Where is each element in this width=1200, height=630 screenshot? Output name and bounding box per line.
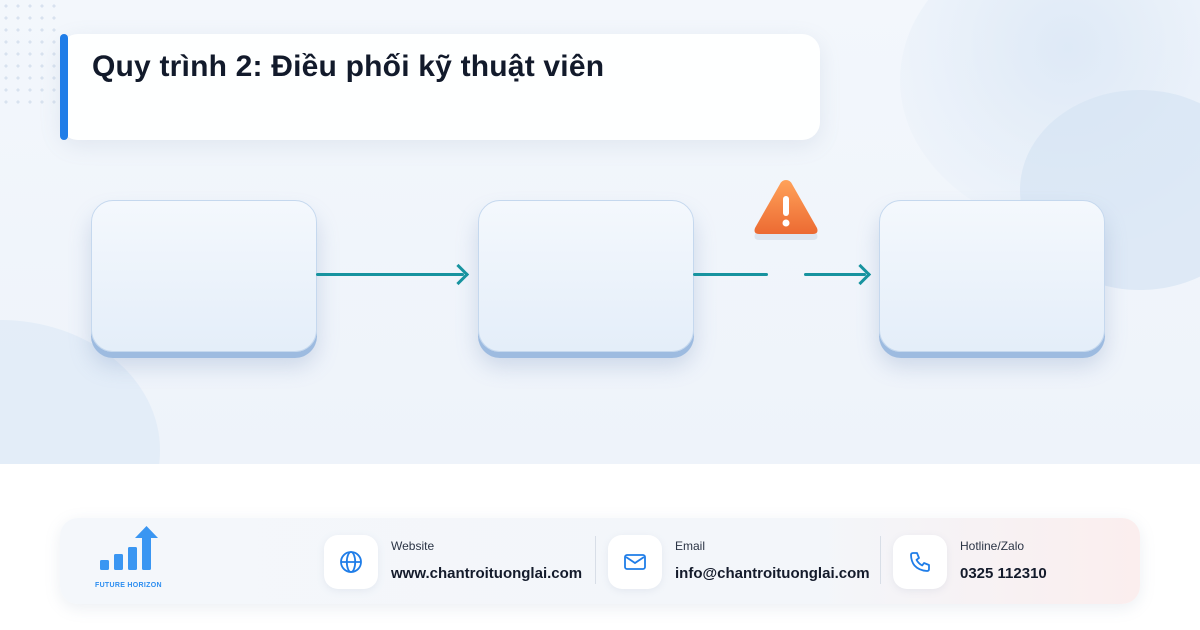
globe-icon-box <box>324 535 378 589</box>
website-label: Website <box>391 539 435 553</box>
website-link[interactable]: www.chantroituonglai.com <box>391 565 583 582</box>
title-card <box>60 34 820 140</box>
hotline-number[interactable]: 0325 112310 <box>960 565 1047 582</box>
connector-step2-broken-start <box>693 273 768 276</box>
email-link[interactable]: info@chantroituonglai.com <box>675 565 870 582</box>
page-title: Quy trình 2: Điều phối kỹ thuật viên <box>92 50 605 83</box>
hotline-label: Hotline/Zalo <box>960 539 1025 553</box>
warning-icon <box>754 180 818 240</box>
phone-icon <box>910 552 930 572</box>
globe-icon <box>340 551 362 573</box>
mail-icon-box <box>608 535 662 589</box>
process-step-2 <box>478 200 694 352</box>
process-step-1 <box>91 200 317 352</box>
logo-icon <box>100 526 158 570</box>
divider <box>595 536 596 584</box>
process-step-3 <box>879 200 1105 352</box>
mail-icon <box>624 554 646 570</box>
connector-step2-step3-broken-end <box>804 273 866 276</box>
footer-card <box>60 518 1140 604</box>
divider <box>880 536 881 584</box>
phone-icon-box <box>893 535 947 589</box>
title-accent-bar <box>60 34 68 140</box>
decorative-dots <box>0 0 60 110</box>
connector-step1-step2 <box>316 273 464 276</box>
email-label: Email <box>675 539 706 553</box>
logo-text: FUTURE HORIZON <box>95 582 162 589</box>
